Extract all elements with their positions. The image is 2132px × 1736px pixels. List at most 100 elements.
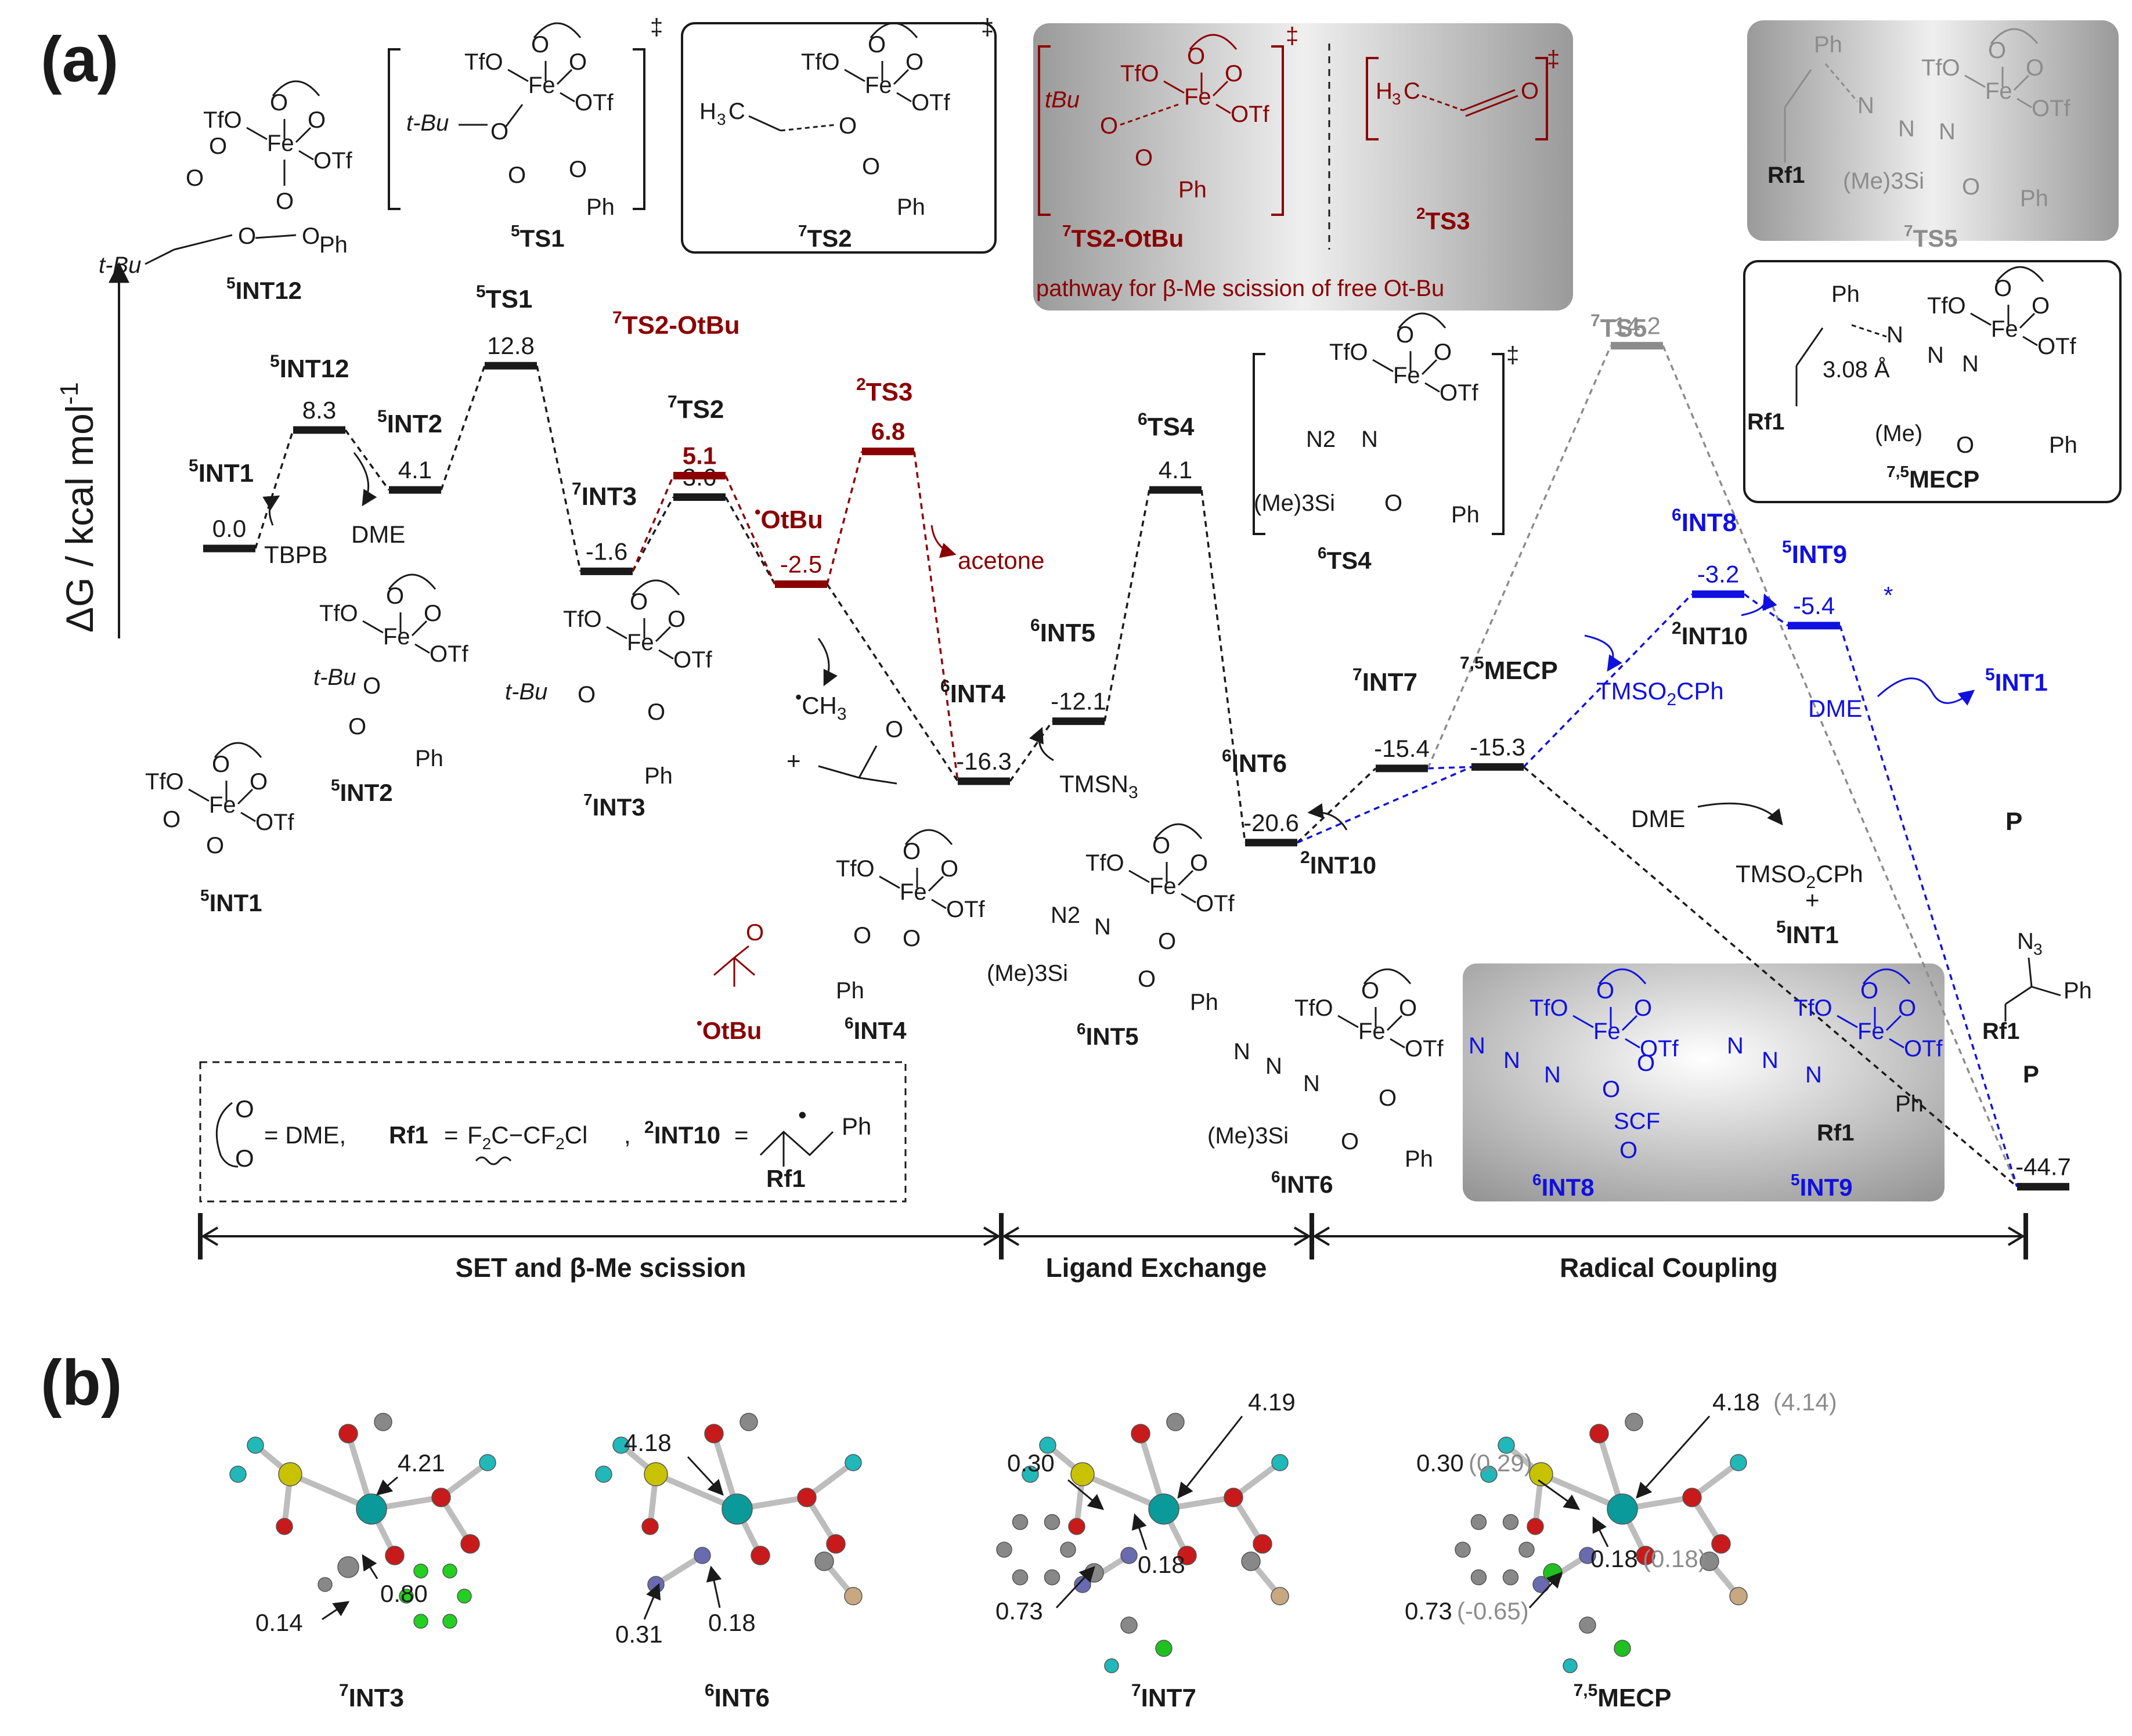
level-label-int9: 5INT9 xyxy=(1782,537,1847,569)
stage-label-ligand: Ligand Exchange xyxy=(1046,1253,1267,1283)
int6-otf: OTf xyxy=(1405,1036,1444,1062)
bond xyxy=(844,68,865,82)
bracket-left xyxy=(1366,57,1379,140)
dme-ring-icon xyxy=(215,1102,239,1168)
tmso2cph-blue-label: TMSO2CPh xyxy=(1596,677,1724,709)
legend-dme-eq: = DME, xyxy=(264,1121,346,1149)
bond xyxy=(2019,312,2036,329)
bond xyxy=(2005,986,2032,1005)
dme-ring-icon xyxy=(1189,34,1238,50)
atom-ball xyxy=(1614,1640,1631,1657)
level-value-mecp: -15.3 xyxy=(1470,733,1525,760)
atom-ball xyxy=(1044,1569,1060,1586)
dme-ring-icon xyxy=(1363,968,1412,984)
atom-ball xyxy=(1502,1514,1519,1531)
atom-ball xyxy=(845,1454,862,1471)
int1-blue-label: 5INT1 xyxy=(1985,665,2048,696)
mecp-o1: O xyxy=(1994,276,2012,301)
bond xyxy=(2013,74,2030,91)
bond xyxy=(1120,103,1179,126)
conn-ts2otbu-otbu xyxy=(724,475,776,585)
atom-ball xyxy=(1012,1569,1029,1586)
level-label-int12: 5INT12 xyxy=(270,352,349,383)
struct-label-mecp: 7,5MECP xyxy=(1886,463,1979,493)
spin-arrow xyxy=(1067,1479,1105,1510)
stage-axis: SET and β-Me scission Ligand Exchange Ra… xyxy=(198,1213,2028,1283)
bond xyxy=(1128,869,1150,883)
atom-ball xyxy=(442,1563,457,1579)
atom-ball xyxy=(1579,1616,1596,1634)
bond xyxy=(713,957,735,976)
atom-ball xyxy=(1068,1518,1085,1535)
level-value-otbu: -2.5 xyxy=(780,551,822,578)
bond xyxy=(2031,986,2061,997)
spin-arrow xyxy=(1538,1479,1581,1510)
ts2otbu-o1: O xyxy=(1187,44,1205,69)
bond xyxy=(1386,1015,1403,1031)
int4-otf: OTf xyxy=(946,897,986,922)
energy-levels: 0.08.34.112.8-1.63.65.1-2.56.8-16.3-12.1… xyxy=(203,312,2071,1191)
struct-label-int1: 5INT1 xyxy=(200,886,262,916)
spin-int6-n2: 0.18 xyxy=(708,1609,756,1636)
bond xyxy=(1625,1038,1640,1049)
ts1-dagger: ‡ xyxy=(650,15,663,40)
bond xyxy=(237,788,254,805)
struct-label-ts3: 2TS3 xyxy=(1416,204,1470,234)
stage-label-radical: Radical Coupling xyxy=(1560,1253,1778,1283)
bond xyxy=(1465,95,1518,117)
ts5-rf1: Rf1 xyxy=(1767,163,1805,188)
spin-mecp-fe: 4.18 xyxy=(1712,1388,1760,1416)
bracket-right xyxy=(1535,57,1548,140)
bond xyxy=(1337,1015,1359,1028)
bond xyxy=(556,68,573,85)
mecp-distance: 3.08 Å xyxy=(1823,356,1890,382)
bond xyxy=(658,649,674,660)
int4-o4: O xyxy=(903,926,921,951)
atom-ball xyxy=(704,1424,724,1443)
spin-arrow xyxy=(1055,1566,1095,1609)
ts2otbu-o3: O xyxy=(1100,113,1118,139)
conn-int3-ts2otbu xyxy=(632,475,674,572)
atom-ball xyxy=(356,1493,387,1525)
atom-ball xyxy=(1543,1563,1563,1583)
mecp-n2: N xyxy=(1927,342,1944,368)
bond xyxy=(1889,1038,1904,1049)
dme-ring-icon xyxy=(1862,968,1911,984)
bond xyxy=(1964,74,1986,88)
conn-int6-mecp xyxy=(1297,766,1472,844)
atom-ball xyxy=(751,1546,770,1565)
dme-ring-icon xyxy=(1398,312,1446,329)
bond xyxy=(1390,1038,1405,1049)
spin-arrow xyxy=(362,1554,378,1579)
int12-otf: OTf xyxy=(313,148,353,174)
int4-o3: O xyxy=(853,923,871,948)
tmsn3-label: TMSN3 xyxy=(1059,770,1138,802)
ts1-tbu: t-Bu xyxy=(406,110,449,136)
atom-ball xyxy=(844,1587,863,1605)
bond xyxy=(748,115,781,132)
int3-ph: Ph xyxy=(644,763,673,789)
int2-o1: O xyxy=(386,583,404,609)
ts4-ph: Ph xyxy=(1451,502,1480,528)
atom-ball xyxy=(318,1577,333,1592)
int2-ph: Ph xyxy=(415,746,443,771)
level-label-int8: 6INT8 xyxy=(1672,506,1737,537)
ts1-otf: OTf xyxy=(575,90,614,116)
bond xyxy=(734,945,749,959)
int8-int9-box xyxy=(1463,963,1945,1201)
bond xyxy=(174,234,233,251)
int4-tfo: TfO xyxy=(836,856,875,882)
level-label-int5: 6INT5 xyxy=(1030,616,1095,647)
level-value-p: -44.7 xyxy=(2015,1153,2071,1181)
mecp-o: O xyxy=(1956,432,1974,458)
atom-ball xyxy=(1636,1546,1655,1565)
acetone-arrow xyxy=(930,525,957,558)
atom-ball xyxy=(814,1551,834,1571)
int5-me3si: (Me)3Si xyxy=(987,961,1068,986)
ts2otbu-fe: Fe xyxy=(1184,84,1211,110)
int5-otf: OTf xyxy=(1196,891,1235,916)
atom-ball xyxy=(1104,1658,1119,1673)
ts5-n2: N xyxy=(1898,116,1915,142)
conn-ts1-int3 xyxy=(536,365,582,572)
atom-ball xyxy=(1120,1616,1138,1634)
